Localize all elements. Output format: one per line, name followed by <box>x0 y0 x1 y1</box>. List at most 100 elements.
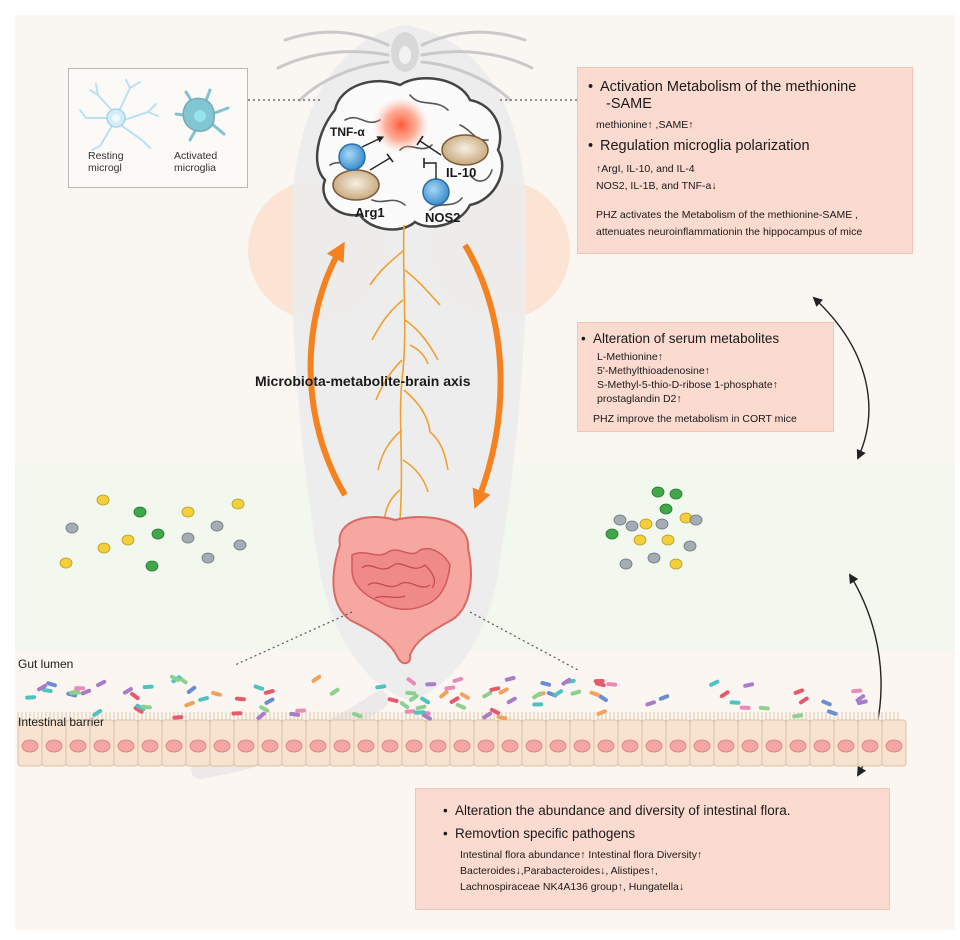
bacterium <box>489 686 501 692</box>
nerve-icon <box>369 224 449 521</box>
bacterium <box>415 704 427 711</box>
brain-summary-1: PHZ activates the Metabolism of the meth… <box>596 209 859 221</box>
bacterium <box>263 689 275 695</box>
bacterium <box>498 687 509 695</box>
bacterium <box>792 713 804 719</box>
bacterium <box>387 697 399 703</box>
bacterium <box>25 695 37 700</box>
brain-bullet-2-line-2: NOS2, IL-1B, and TNF-a↓ <box>596 180 717 192</box>
bacterium <box>532 702 544 707</box>
bacterium <box>532 691 543 700</box>
bacterium <box>133 706 144 714</box>
bacterium <box>758 705 770 711</box>
bacterium <box>594 681 606 688</box>
bacterium <box>658 694 670 701</box>
bacterium <box>421 713 432 721</box>
bacterium <box>122 687 133 695</box>
bacterium <box>449 696 460 704</box>
brain-bullet-1-title: Activation Metabolism of the methionine <box>588 78 856 96</box>
bacterium <box>256 711 266 721</box>
bacterium <box>172 715 184 720</box>
il10-label: IL-10 <box>446 165 477 180</box>
bacterium <box>259 705 270 713</box>
bacterium <box>351 711 363 719</box>
bacterium <box>80 688 92 696</box>
legend-resting-label: Resting microgl <box>88 150 124 174</box>
bacterium <box>855 694 866 703</box>
bacterium <box>92 709 103 717</box>
serum-item-3: S-Methyl-5-thio-D-ribose 1-phosphate↑ <box>597 379 778 391</box>
bacterium <box>598 694 609 703</box>
bacterium <box>459 692 470 700</box>
serum-item-2: 5'-Methylthioadenosine↑ <box>597 365 710 377</box>
bacterium <box>540 680 552 687</box>
bacterium <box>439 690 449 699</box>
bacterium <box>135 703 146 712</box>
bacterium <box>414 710 426 715</box>
bacterium <box>596 709 607 716</box>
bacterium <box>311 674 322 683</box>
brain-bullet-1-title-cont: -SAME <box>606 96 652 112</box>
arg1-label: Arg1 <box>355 205 385 220</box>
bacterium <box>96 679 107 688</box>
bacterium <box>74 686 86 691</box>
bacterium <box>482 711 493 720</box>
arrow-gut-to-brain <box>307 241 348 497</box>
bacterium <box>589 690 601 698</box>
bacterium <box>231 711 243 716</box>
serum-item-1: L-Methionine↑ <box>597 351 663 363</box>
bacterium <box>570 689 582 696</box>
flora-line-3: Lachnospiraceae NK4A136 group↑, Hungatel… <box>460 881 685 893</box>
bacterium <box>140 704 152 710</box>
flora-line-1: Intestinal flora abundance↑ Intestinal f… <box>460 849 703 861</box>
brain-bullet-2-title: Regulation microglia polarization <box>588 137 810 155</box>
bacterium <box>142 684 154 690</box>
bacterium <box>729 700 741 705</box>
bacterium <box>253 684 265 691</box>
bacterium <box>793 688 805 695</box>
bacterium <box>553 689 564 698</box>
bacterium <box>329 687 340 696</box>
brain-icon <box>315 77 504 231</box>
brain-effects-panel <box>577 67 913 254</box>
bacterium <box>169 674 181 682</box>
flora-bullet-1: Alteration the abundance and diversity o… <box>443 802 790 820</box>
bacterium <box>851 688 863 694</box>
bacterium <box>709 679 720 687</box>
bacterium <box>198 696 209 702</box>
brain-bullet-1-line: methionine↑ ,SAME↑ <box>596 119 694 131</box>
tnf-alpha-label: TNF-α <box>330 125 365 139</box>
metabolite-dot-icon <box>59 494 247 572</box>
bacterium <box>719 690 730 699</box>
bacterium <box>739 705 751 710</box>
serum-summary: PHZ improve the metabolism in CORT mice <box>593 413 797 425</box>
bacterium <box>743 682 755 688</box>
bacterium <box>506 696 517 705</box>
bacterium <box>821 699 832 707</box>
serum-title: Alteration of serum metabolites <box>581 330 779 348</box>
intestinal-barrier-label: Intestinal barrier <box>18 715 105 729</box>
microglia-legend <box>68 68 248 188</box>
brain-bullet-2-line-1: ↑ArgI, IL-10, and IL-4 <box>596 163 695 175</box>
gut-lumen-label: Gut lumen <box>18 657 74 671</box>
bacterium <box>130 691 140 701</box>
bacterium <box>234 696 246 702</box>
bacterium <box>482 690 493 699</box>
bacteria-icon <box>25 674 868 721</box>
bacterium <box>399 701 410 710</box>
bacterium <box>561 677 572 686</box>
bacterium <box>405 690 417 696</box>
bacterium <box>455 702 467 710</box>
bacterium <box>69 689 81 695</box>
bacterium <box>444 685 456 691</box>
nos2-label: NOS2 <box>425 210 461 225</box>
bacterium <box>186 685 197 694</box>
bacterium <box>798 696 809 705</box>
brain-summary-2: attenuates neuroinflammationin the hippo… <box>596 226 863 238</box>
arrow-brain-to-gut <box>462 243 504 509</box>
bacterium <box>452 676 464 683</box>
intestine-icon <box>332 516 472 665</box>
flora-line-2: Bacteroides↓,Parabacteroides↓, Alistipes… <box>460 865 658 877</box>
bacterium <box>211 690 222 697</box>
